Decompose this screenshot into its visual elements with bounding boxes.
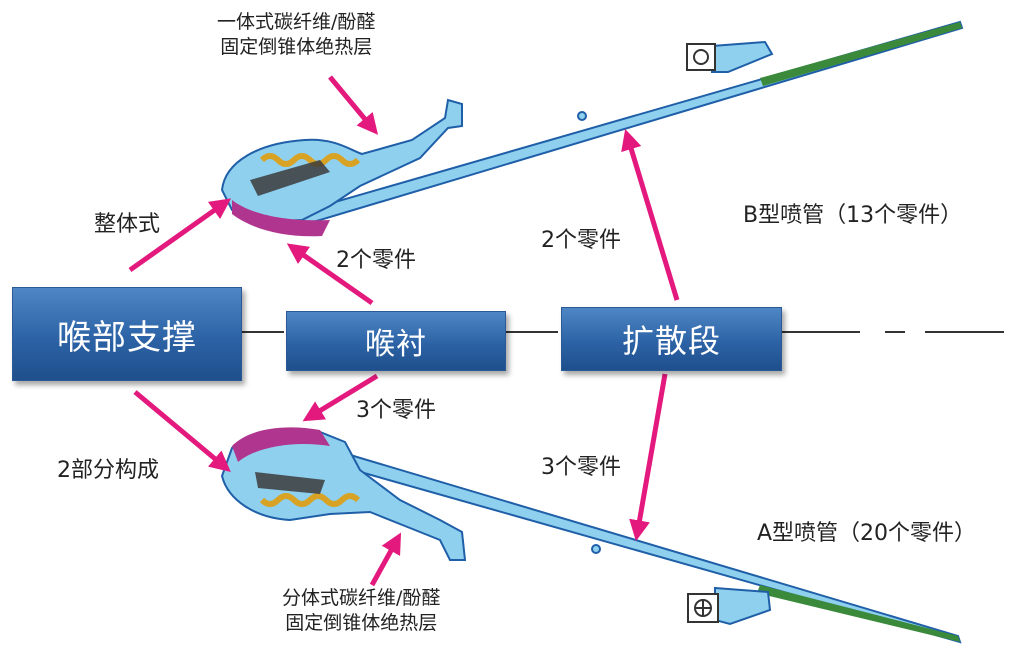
label-bottom-insulation: 分体式碳纤维/酚醛 固定倒锥体绝热层 (282, 586, 440, 636)
arrow-insulation-top (328, 75, 379, 135)
arrows (128, 75, 680, 587)
label-expansion-two-parts: 2个零件 (541, 228, 621, 253)
nozzle-b-section (220, 20, 964, 237)
nozzle-a-insulation (232, 427, 330, 462)
throat-liner-box: 喉衬 (286, 311, 506, 371)
label-nozzle-b: B型喷管（13个零件） (743, 203, 963, 228)
nozzle-a-spring (259, 493, 361, 507)
arrow-integral (128, 198, 232, 273)
throat-support-box: 喉部支撑 (12, 287, 242, 381)
label-top-insulation-line2: 固定倒锥体绝热层 (220, 36, 373, 58)
nozzle-a-stack (255, 472, 325, 494)
expansion-section-box: 扩散段 (561, 307, 782, 371)
label-liner-three-parts: 3个零件 (356, 398, 436, 423)
arrow-liner-top (286, 243, 374, 306)
label-bottom-insulation-line1: 分体式碳纤维/酚醛 (282, 587, 441, 609)
arrow-expansion-top (621, 128, 680, 301)
arrow-expansion-bottom (629, 373, 668, 542)
arrow-liner-bottom (302, 373, 379, 422)
label-expansion-three-parts: 3个零件 (541, 455, 621, 480)
label-integral: 整体式 (94, 212, 161, 237)
arrow-two-parts (133, 390, 231, 473)
nozzle-b-spring (259, 153, 361, 167)
nozzle-b-insulation (232, 200, 330, 237)
nozzle-b-stack (250, 160, 330, 196)
nozzle-b-mount (711, 40, 774, 73)
label-nozzle-a: A型喷管（20个零件） (757, 521, 977, 546)
nozzle-b-exit-green (760, 22, 962, 86)
nozzle-a-mount (714, 586, 772, 626)
nozzle-a-exit-green (757, 585, 960, 642)
nozzle-a-section (220, 427, 962, 644)
label-top-insulation-line1: 一体式碳纤维/酚醛 (217, 11, 376, 33)
label-liner-two-parts: 2个零件 (336, 248, 416, 273)
label-two-parts-construction: 2部分构成 (57, 458, 159, 483)
nozzle-a-bolt (687, 593, 719, 623)
label-bottom-insulation-line2: 固定倒锥体绝热层 (285, 612, 438, 634)
label-top-insulation: 一体式碳纤维/酚醛 固定倒锥体绝热层 (217, 10, 375, 60)
arrow-insulation-bottom (369, 532, 402, 587)
nozzle-b-bolt (686, 43, 716, 71)
